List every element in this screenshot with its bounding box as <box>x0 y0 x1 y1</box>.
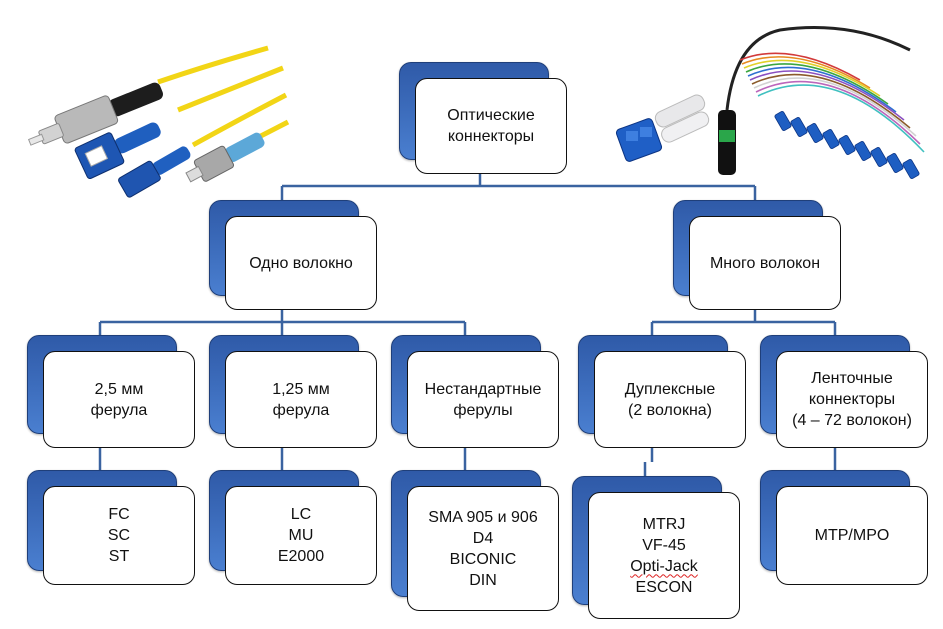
mpo-fanout-cable-photo <box>718 26 925 179</box>
ribbon-label: Ленточные коннекторы (4 – 72 волокон) <box>792 370 912 429</box>
single-fiber-label: Одно волокно <box>249 254 353 272</box>
ribbon-node: Ленточные коннекторы (4 – 72 волокон) <box>760 335 928 448</box>
leaf-item: VF-45 <box>642 536 686 554</box>
nonstandard-ferrule-node: Нестандартные ферулы <box>391 335 559 448</box>
duplex-node: Дуплексные (2 волокна) <box>578 335 746 448</box>
ferrule-1-25mm-label: 1,25 мм ферула <box>272 380 330 419</box>
leaf-item: ESCON <box>635 578 693 596</box>
leaf-mtrj-vf45-optijack-escon: MTRJ VF-45 Opti-Jack ESCON <box>572 476 740 619</box>
multi-fiber-node: Много волокон <box>673 200 841 310</box>
single-fiber-connector <box>98 300 467 337</box>
leaf-item: E2000 <box>277 548 325 565</box>
ferrule-1-25mm-node: 1,25 мм ферула <box>209 335 377 448</box>
leaf-sma-d4-biconic-din: SMA 905 и 906 D4 BICONIC DIN <box>391 470 559 611</box>
duplex-label: Дуплексные (2 волокна) <box>624 380 716 419</box>
leaf-item: SMA 905 и 906 <box>428 508 538 526</box>
nonstandard-ferrule-label: Нестандартные ферулы <box>424 380 542 419</box>
leaf-item: LC <box>290 506 312 523</box>
leaf-item: MTRJ <box>642 515 686 533</box>
single-fiber-node: Одно волокно <box>209 200 377 310</box>
multi-fiber-connector <box>650 300 837 337</box>
root-label: Оптические коннекторы <box>447 107 535 145</box>
leaf-item: BICONIC <box>449 550 517 568</box>
multi-fiber-label: Много волокон <box>709 254 821 272</box>
ferrule-2-5mm-label: 2,5 мм ферула <box>90 380 148 419</box>
leaf-fc-sc-st: FC SC ST <box>27 470 195 585</box>
leaf-item: MTP/MPO <box>814 527 890 544</box>
leaf-item: FC <box>108 506 130 523</box>
leaf-item: D4 <box>472 529 494 547</box>
leaf-mtp-mpo: MTP/MPO <box>760 470 928 585</box>
leaf-item: Opti-Jack <box>630 557 698 575</box>
leaf-item: DIN <box>469 571 497 589</box>
leaf-lc-mu-e2000: LC MU E2000 <box>209 470 377 585</box>
leaf-item: MU <box>288 527 314 544</box>
leaf-item: SC <box>107 527 131 544</box>
simplex-patch-cords-photo <box>27 45 290 198</box>
leaf-item: ST <box>108 548 130 565</box>
root-node: Оптические коннекторы <box>399 62 567 174</box>
ferrule-2-5mm-node: 2,5 мм ферула <box>27 335 195 448</box>
lc-duplex-connector-photo <box>615 94 710 162</box>
root-connector <box>280 172 757 205</box>
